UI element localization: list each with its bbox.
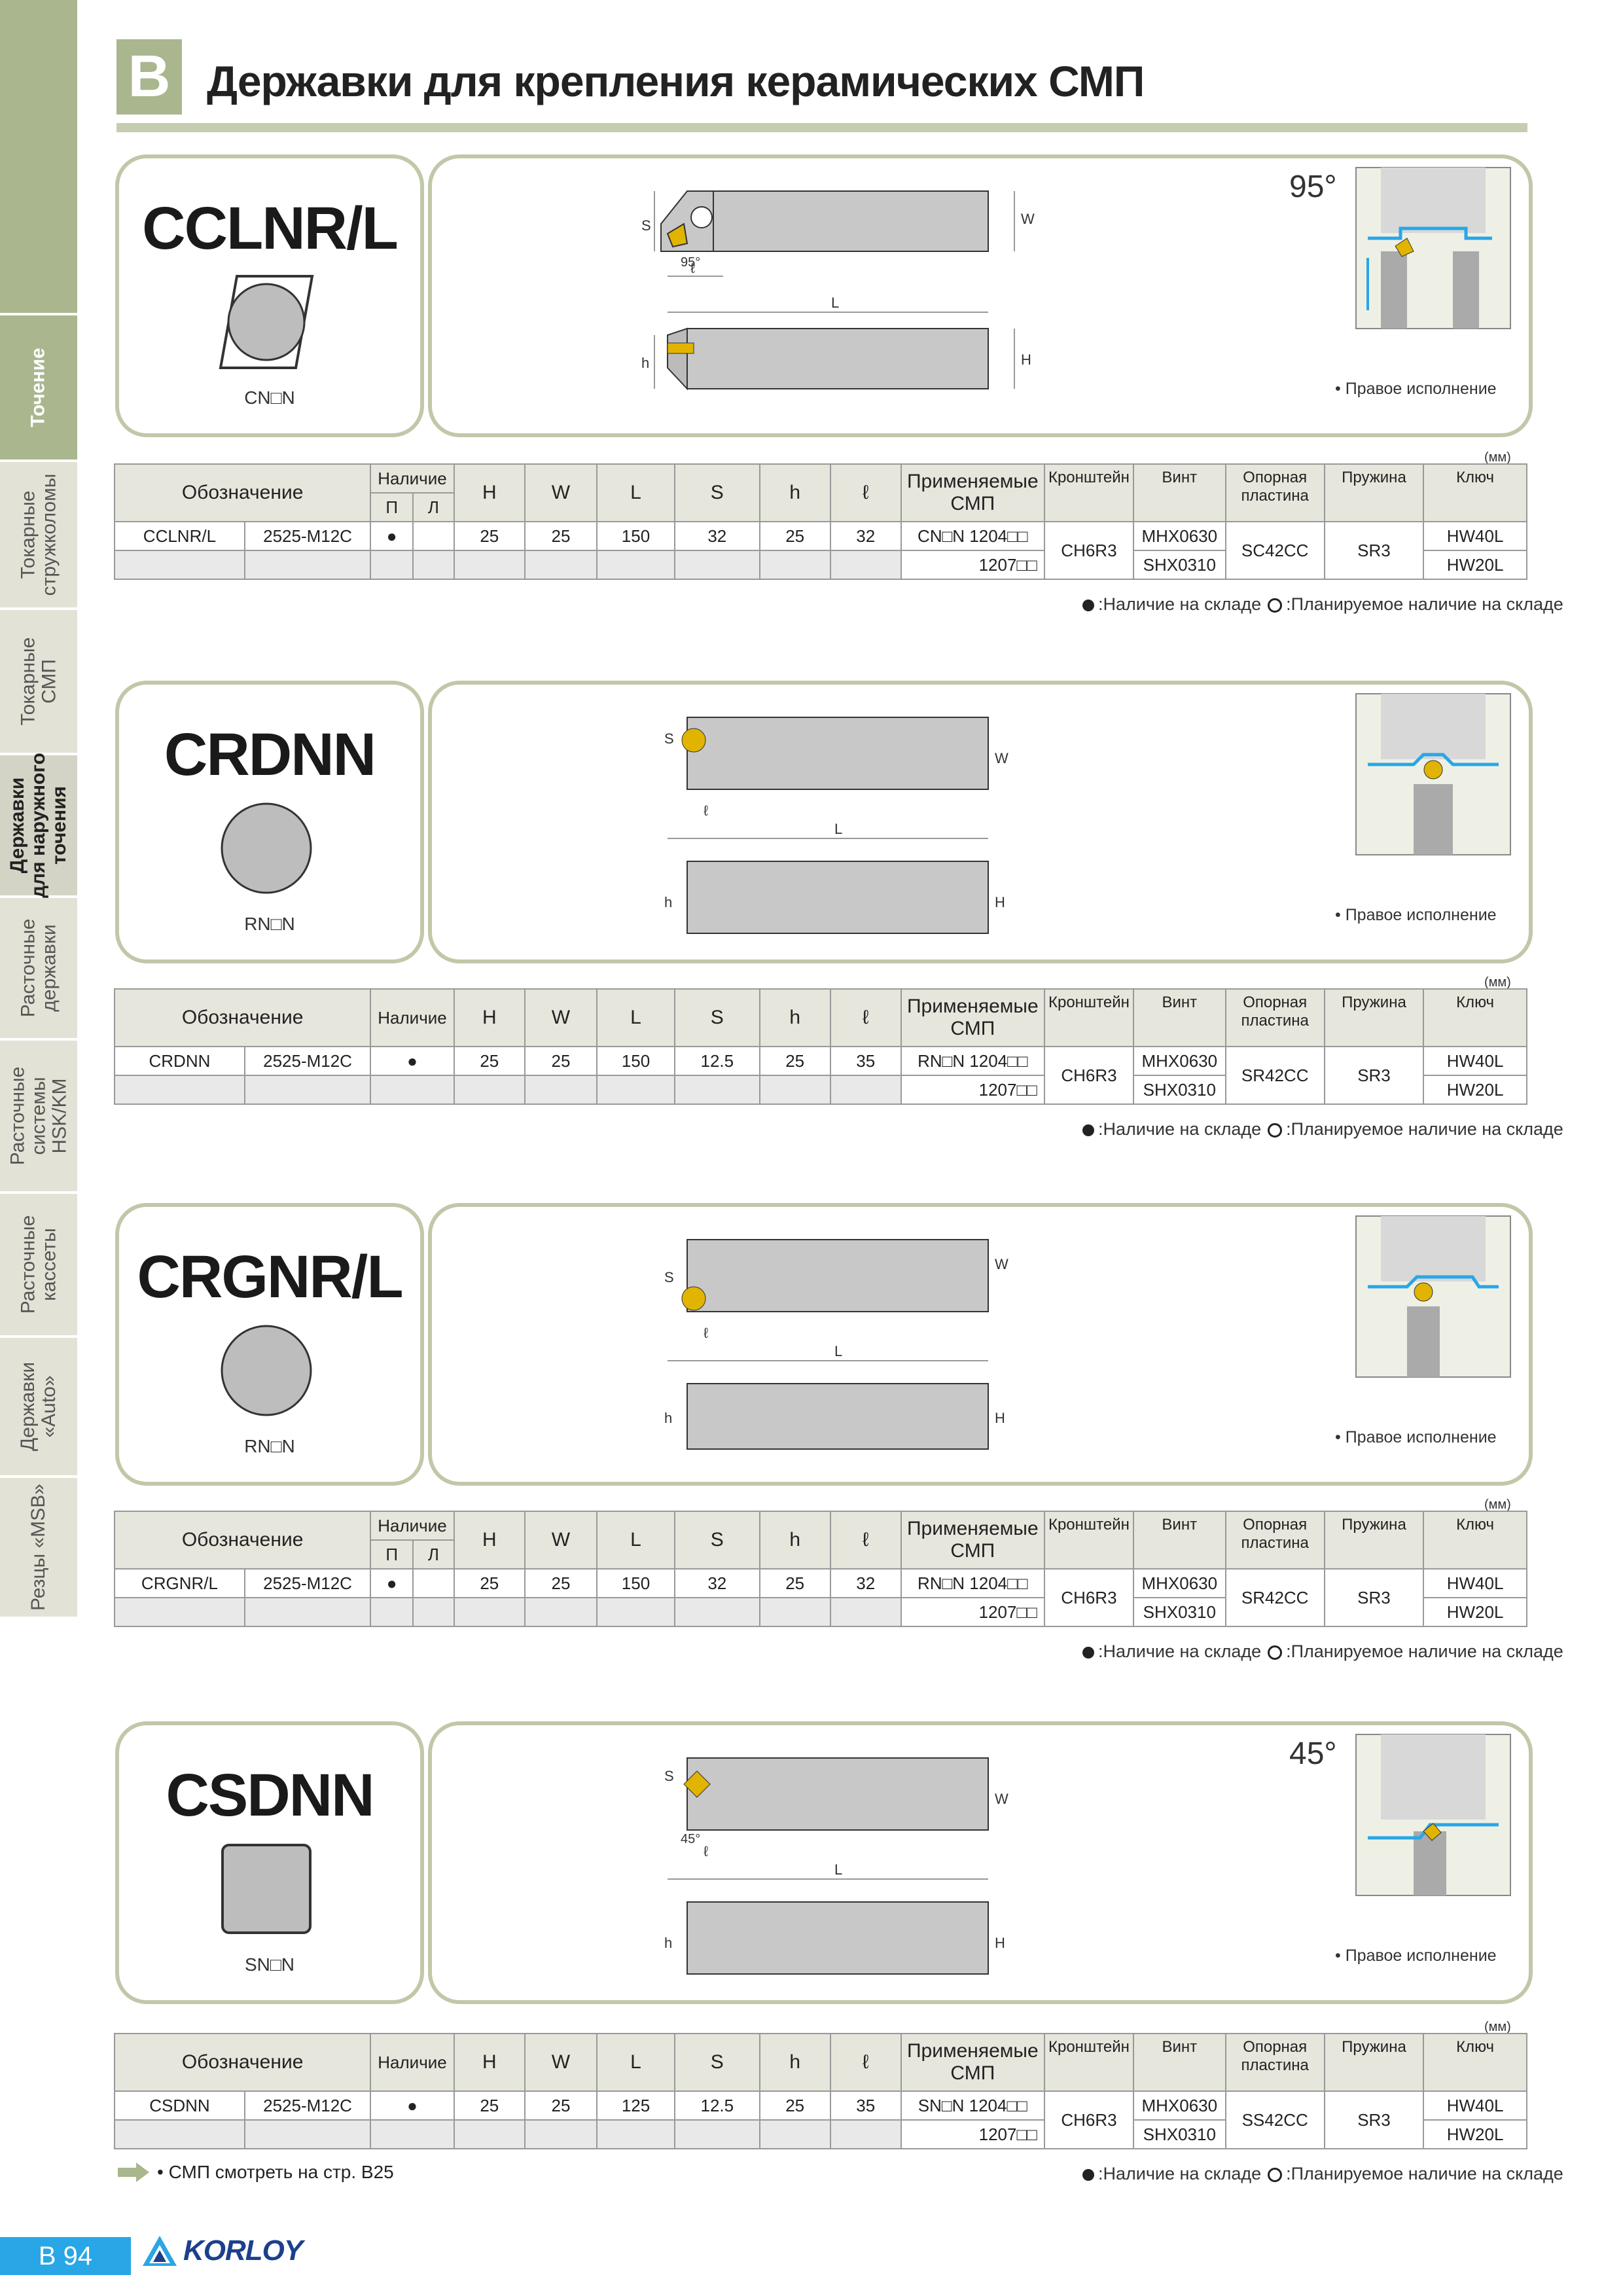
page-number: B 94 [0,2237,131,2275]
right-version-note: • Правое исполнение [1335,380,1497,398]
drawing-panel-crdnn: S W L h H ℓ • Правое исполнение [428,681,1533,963]
svg-text:h: h [641,355,649,371]
svg-text:W: W [995,1256,1008,1272]
insert-rhombic-icon [219,275,314,369]
sidebar-tab-boring-bars[interactable]: Расточные державки [0,898,77,1041]
product-code: CRDNN [164,721,376,788]
insert-label: RN□N [244,1436,295,1456]
svg-text:ℓ: ℓ [704,802,709,819]
page-title: Державки для крепления керамических СМП [207,57,1145,105]
application-sketch [1355,167,1511,329]
svg-text:S: S [664,1269,674,1285]
product-card-crgnr: CRGNR/L RN□N [115,1203,424,1486]
stock-legend: :Наличие на складе:Планируемое наличие н… [1082,2164,1563,2184]
svg-text:L: L [831,295,839,311]
insert-label: CN□N [244,387,295,408]
holder-drawing: S W L h H ℓ 45° [664,1757,1008,1975]
unit-label: (мм) [1484,975,1511,990]
angle-label: 95° [1289,170,1337,204]
stock-legend: :Наличие на складе:Планируемое наличие н… [1082,1119,1563,1139]
product-card-cclnr: CCLNR/L CN□N [115,154,424,437]
sidebar: Точение Токарные стружколомы Токарные СМ… [0,0,77,1619]
brand-logo: KORLOY [141,2234,303,2267]
holder-drawing: S W L h H ℓ 95° [641,190,1035,391]
sidebar-tab-inserts[interactable]: Токарные СМП [0,610,77,755]
product-card-csdnn: CSDNN SN□N [115,1721,424,2004]
unit-label: (мм) [1484,450,1511,465]
application-sketch [1355,693,1511,855]
sidebar-tab-msb[interactable]: Резцы «MSB» [0,1478,77,1619]
svg-text:S: S [641,217,651,234]
stock-legend: :Наличие на складе:Планируемое наличие н… [1082,594,1563,615]
header-rule [116,123,1527,132]
angle-label: 45° [1289,1736,1337,1771]
designation-cell: CCLNR/L [114,521,245,551]
sidebar-tab-cassettes[interactable]: Расточные кассеты [0,1194,77,1338]
holder-drawing: S W L h H ℓ [664,717,1008,934]
insert-label: RN□N [244,914,295,934]
svg-text:H: H [995,1410,1005,1426]
sidebar-tab-chipbreakers[interactable]: Токарные стружколомы [0,462,77,610]
svg-text:L: L [834,821,842,837]
svg-text:H: H [995,894,1005,910]
svg-text:H: H [995,1935,1005,1951]
insert-round-icon [221,802,312,894]
drawing-panel-csdnn: S W L h H ℓ 45° 45° • Правое исполнение [428,1721,1533,2004]
insert-label: SN□N [244,1954,295,1975]
product-card-crdnn: CRDNN RN□N [115,681,424,963]
insert-reference: • СМП смотреть на стр. B25 [116,2161,394,2183]
svg-text:L: L [834,1861,842,1878]
svg-text:h: h [664,1410,672,1426]
insert-square-icon [221,1844,312,1934]
drawing-panel-crgnr: S W L h H ℓ • Правое исполнение [428,1203,1533,1486]
product-code: CCLNR/L [142,195,399,262]
sidebar-tab-auto[interactable]: Державки «Auto» [0,1338,77,1478]
sidebar-tab-top [0,0,77,315]
application-sketch [1355,1734,1511,1896]
holder-drawing: S W L h H ℓ [664,1239,1008,1450]
svg-text:45°: 45° [681,1832,700,1846]
stock-legend: :Наличие на складе:Планируемое наличие н… [1082,1641,1563,1662]
application-sketch [1355,1215,1511,1378]
sidebar-tab-hsk[interactable]: Расточные системы HSK/KM [0,1041,77,1194]
svg-text:ℓ: ℓ [704,1843,709,1859]
drawing-panel-cclnr: S W L h H ℓ 95° 95° • Правое исполнение [428,154,1533,437]
insert-round-icon [221,1325,312,1416]
svg-text:ℓ: ℓ [690,260,696,276]
svg-text:95°: 95° [681,255,700,270]
svg-text:ℓ: ℓ [704,1325,709,1341]
arrow-icon [118,2162,149,2182]
korloy-logo-icon [143,2236,177,2266]
svg-text:S: S [664,730,674,747]
svg-text:h: h [664,1935,672,1951]
svg-text:W: W [995,750,1008,766]
svg-text:H: H [1021,351,1031,368]
right-version-note: • Правое исполнение [1335,1946,1497,1965]
product-code: CRGNR/L [137,1244,403,1310]
product-code: CSDNN [166,1762,374,1829]
right-version-note: • Правое исполнение [1335,1428,1497,1446]
section-badge: B [116,39,182,115]
unit-label: (мм) [1484,2020,1511,2034]
svg-text:W: W [1021,211,1035,227]
svg-text:W: W [995,1791,1008,1807]
unit-label: (мм) [1484,1498,1511,1512]
svg-text:h: h [664,894,672,910]
right-version-note: • Правое исполнение [1335,906,1497,924]
sidebar-tab-external-holders[interactable]: Державки для наружного точения [0,753,77,898]
svg-text:S: S [664,1768,674,1784]
sidebar-tab-turning[interactable]: Точение [0,315,77,462]
svg-text:L: L [834,1343,842,1359]
